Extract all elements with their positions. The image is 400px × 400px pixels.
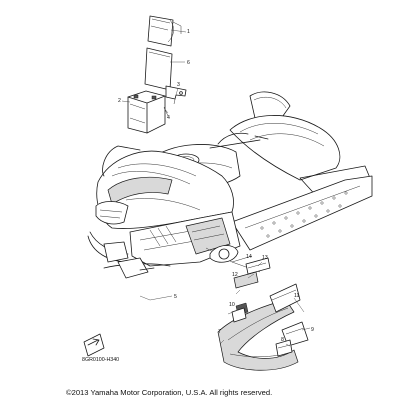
grommet-part	[275, 339, 293, 357]
leader-lines	[121, 29, 311, 347]
diagram-code: 8GR0100-H340	[82, 357, 120, 363]
callout-3: 3	[177, 82, 180, 88]
rear-flap-part	[217, 257, 309, 371]
callout-7: 7	[218, 329, 221, 335]
callout-10: 10	[229, 302, 235, 308]
callout-4: 4	[167, 115, 170, 121]
battery-part	[127, 90, 166, 134]
cover-pad-part	[144, 47, 173, 91]
callout-13: 13	[262, 255, 268, 261]
callout-1: 1	[187, 29, 190, 35]
callout-8: 8	[281, 337, 284, 343]
copyright-notice: ©2013 Yamaha Motor Corporation, U.S.A. A…	[66, 388, 273, 397]
callout-2: 2	[118, 98, 121, 104]
front-arrow-icon	[83, 333, 105, 357]
callout-12: 12	[232, 272, 238, 278]
callout-labels: 1 6 3 2 4 5 14 13 12 10 11 9 7 8	[118, 29, 314, 343]
callout-11: 11	[294, 293, 299, 299]
callout-6: 6	[187, 60, 190, 66]
callout-9: 9	[311, 327, 314, 333]
snowmobile-body	[87, 91, 373, 279]
callout-5: 5	[174, 294, 177, 300]
callout-14: 14	[246, 254, 252, 260]
label-sheet-part	[147, 15, 182, 47]
